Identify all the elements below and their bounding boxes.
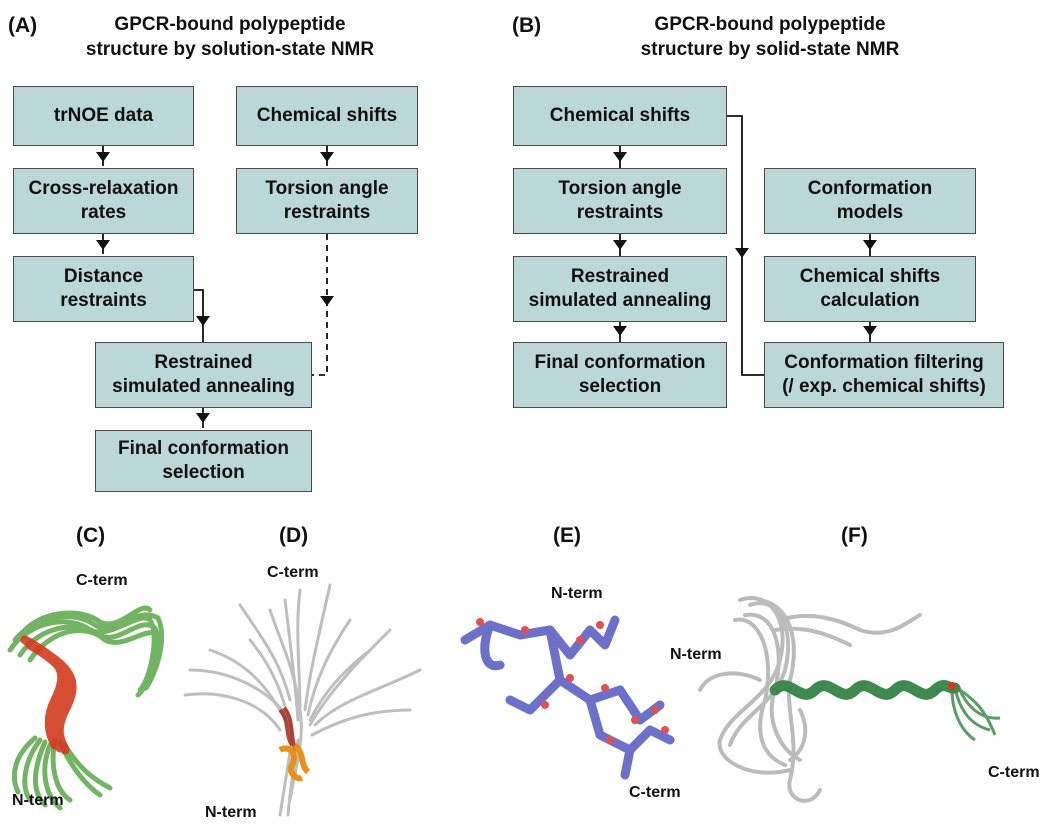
panel-e-structure-image — [460, 615, 675, 780]
box-b-chemical-shifts: Chemical shifts — [513, 86, 727, 146]
panel-c-label: (C) — [76, 524, 106, 547]
panel-e-label: (E) — [553, 524, 581, 547]
box-a-chemical-shifts: Chemical shifts — [236, 86, 418, 146]
panel-e-nterm: N-term — [551, 585, 603, 602]
panel-f-structure-image — [698, 596, 1001, 803]
box-b-models: Conformation models — [764, 168, 976, 234]
panel-d-structure-image — [183, 583, 422, 817]
box-a-torsion: Torsion angle restraints — [236, 168, 418, 234]
panel-a-title: GPCR-bound polypeptide structure by solu… — [85, 14, 375, 60]
panel-c-nterm: N-term — [12, 792, 64, 809]
box-a-cross-relaxation: Cross-relaxation rates — [13, 168, 194, 234]
arrow-b-chem-to-filtering — [727, 115, 764, 376]
panel-f-label: (F) — [841, 524, 868, 547]
panel-d-cterm: C-term — [267, 564, 319, 581]
panel-c-structure-image — [7, 605, 165, 811]
box-b-calc: Chemical shifts calculation — [764, 256, 976, 322]
box-b-filtering: Conformation filtering (/ exp. chemical … — [764, 342, 1004, 408]
box-b-final: Final conformation selection — [513, 342, 727, 408]
panel-f-cterm: C-term — [988, 764, 1040, 781]
box-a-distance: Distance restraints — [13, 256, 194, 322]
box-a-trnoe: trNOE data — [13, 86, 194, 146]
box-b-annealing: Restrained simulated annealing — [513, 256, 727, 322]
panel-a-label: (A) — [8, 14, 38, 37]
dashed-torsion-to-annealing — [312, 234, 328, 376]
panel-b-title: GPCR-bound polypeptide structure by soli… — [640, 14, 900, 60]
panel-d-label: (D) — [279, 524, 309, 547]
panel-f-nterm: N-term — [670, 646, 722, 663]
panel-b-label: (B) — [512, 14, 542, 37]
panel-e-cterm: C-term — [629, 784, 681, 801]
panel-c-cterm: C-term — [76, 572, 128, 589]
box-a-annealing: Restrained simulated annealing — [95, 342, 312, 408]
box-a-final: Final conformation selection — [95, 430, 312, 492]
box-b-torsion: Torsion angle restraints — [513, 168, 727, 234]
panel-d-nterm: N-term — [205, 804, 257, 821]
